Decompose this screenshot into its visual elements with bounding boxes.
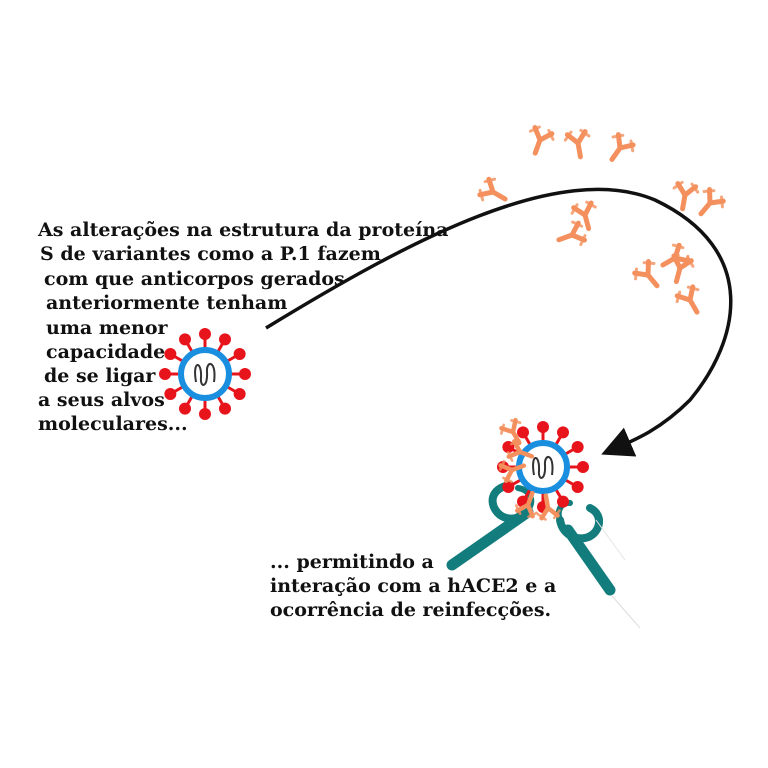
description-text: As alterações na estrutura da proteína S…: [37, 219, 455, 435]
antibody-icon: [506, 438, 535, 462]
virus-icon: [159, 328, 251, 420]
antibody-icon: [660, 242, 691, 268]
spike-protein: [199, 328, 211, 340]
antibody-icon: [632, 259, 660, 289]
antibody-icon: [570, 200, 597, 232]
text-line: ocorrência de reinfecções.: [270, 599, 551, 621]
text-line: capacidade: [46, 341, 165, 363]
text-line: uma menor: [46, 317, 169, 339]
text-line: de se ligar: [44, 365, 156, 387]
spike-protein: [239, 368, 251, 380]
antibody-icon: [698, 187, 726, 217]
text-line: ... permitindo a: [270, 551, 434, 573]
spike-protein: [571, 481, 584, 493]
spike-protein: [233, 348, 246, 360]
spike-protein: [537, 421, 549, 433]
antibody-icon: [674, 284, 700, 315]
antibody-icon: [536, 493, 561, 521]
antibody-icon: [609, 132, 636, 162]
spike-protein: [164, 388, 177, 400]
text-line: moleculares...: [38, 413, 188, 435]
spike-protein: [233, 388, 246, 400]
antibody-icon: [528, 125, 555, 156]
virus-membrane: [516, 440, 570, 494]
spike-protein: [164, 348, 177, 360]
spike-protein: [557, 495, 569, 508]
antibody-icon: [498, 460, 527, 484]
spike-protein: [199, 408, 211, 420]
antibody-cluster: [477, 125, 726, 315]
antibody-cluster: [498, 417, 561, 521]
spike-protein: [179, 402, 191, 415]
antibody-icon: [477, 176, 508, 202]
hace2-receptor-icon: [555, 499, 641, 629]
spike-protein: [577, 461, 589, 473]
rna-icon: [532, 456, 554, 479]
text-line: anteriormente tenham: [46, 292, 287, 314]
text-line: As alterações na estrutura da proteína: [37, 219, 448, 241]
spike-protein: [179, 333, 191, 346]
virus-membrane: [178, 347, 232, 401]
spike-protein: [517, 426, 529, 439]
virus-icon: [497, 421, 589, 513]
spike-protein: [557, 426, 569, 439]
spike-protein: [219, 333, 231, 346]
spike-protein: [502, 481, 515, 493]
conclusion-text: ... permitindo a interação com a hACE2 e…: [270, 551, 563, 621]
antibody-icon: [556, 220, 587, 247]
spike-protein: [159, 368, 171, 380]
spike-protein: [571, 441, 584, 453]
text-line: com que anticorpos gerados: [44, 268, 345, 290]
antibody-icon: [672, 180, 700, 212]
spike-protein: [219, 402, 231, 415]
text-line: a seus alvos: [38, 389, 165, 411]
text-line: interação com a hACE2 e a: [270, 575, 556, 597]
text-line: S de variantes como a P.1 fazem: [40, 243, 381, 265]
antibody-icon: [563, 128, 591, 160]
rna-icon: [194, 363, 216, 386]
antibody-icon: [514, 490, 538, 519]
curved-arrow-icon: [265, 187, 733, 457]
